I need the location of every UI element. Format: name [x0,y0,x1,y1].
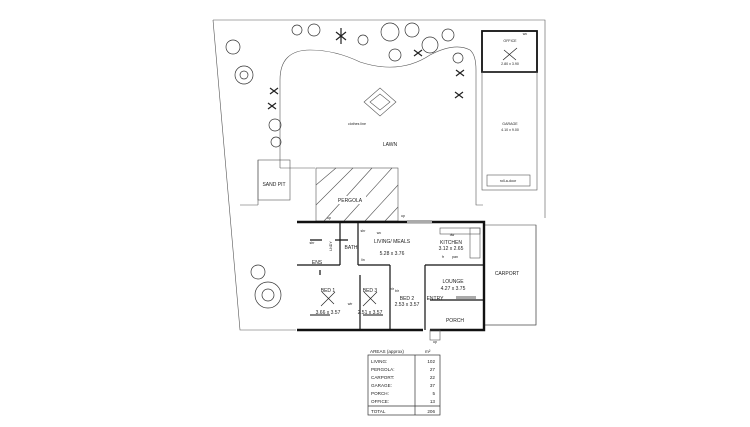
kitchen-label: KITCHEN [440,240,462,246]
svg-text:PERGOLA:: PERGOLA: [371,367,395,372]
bed2-bir: bir [395,289,400,293]
svg-text:22: 22 [430,375,436,380]
svg-text:13: 13 [430,399,436,404]
area-row: PERGOLA: 27 [371,367,435,372]
svg-text:27: 27 [430,367,436,372]
svg-text:TOTAL: TOTAL [371,409,386,414]
svg-text:102: 102 [427,359,435,364]
kitchen-fr: fr [442,255,445,259]
office-wc: wc [523,32,528,36]
bath-shr-label: shr [361,229,367,233]
carport-label: CARPORT [495,271,519,277]
clothes-line: clothes line [348,87,397,126]
lounge-label: LOUNGE [442,279,464,285]
area-total-row: TOTAL 206 [371,409,435,414]
laundry-label: LNDY [329,241,333,251]
bed3-size: 2.51 x 3.57 [358,310,383,316]
living-size: 5.28 x 3.76 [380,251,405,257]
svg-text:5: 5 [432,391,435,396]
lin-label: lin [361,258,365,262]
bed2-label: BED 2 [400,296,415,302]
room-labels: LIVING/ MEALS 5.28 x 3.76 KITCHEN 3.12 x… [310,214,466,344]
pergola: PERGOLA [315,167,399,222]
carport: CARPORT [483,224,537,326]
house [297,220,486,341]
bed3-bir: bir [390,287,395,291]
garage-label: GARAGE [502,122,518,126]
shrub-icons [267,28,465,110]
clothes-line-label: clothes line [348,122,366,126]
sand-pit: SAND PIT [257,159,291,201]
svg-text:PORCH:: PORCH: [371,391,389,396]
garage-size: 4.10 x 9.00 [501,128,519,132]
area-row: LIVING: 102 [371,359,435,364]
pergola-label: PERGOLA [338,198,363,204]
area-row: OFFICE: 13 [371,399,435,404]
shr-label: shr [310,241,316,245]
areas-unit: m² [425,349,431,354]
kitchen-size: 3.12 x 2.65 [439,246,464,252]
bed2-size: 2.53 x 3.57 [395,302,420,308]
svg-text:LIVING:: LIVING: [371,359,387,364]
svg-text:37: 37 [430,383,436,388]
areas-header: AREAS (approx) [370,349,404,354]
kitchen-pan: pan [452,255,458,259]
bed3-label: BED 3 [363,288,378,294]
entry-label: ENTRY [427,296,445,302]
bed1-size: 3.66 x 3.57 [316,310,341,316]
area-row: CARPORT: 22 [371,375,435,380]
bed1-wir: wir [348,302,353,306]
lawn-label: LAWN [383,142,398,148]
office-label: OFFICE [503,39,517,43]
sand-pit-label: SAND PIT [262,182,285,188]
up-label: up [433,340,437,344]
bath-label: BATH [345,245,358,251]
living-label: LIVING/ MEALS [374,239,411,245]
areas-table: AREAS (approx) m² LIVING:102 PERGOLA:27 … [367,349,441,416]
bed1-label: BED 1 [321,288,336,294]
lounge-size: 4.27 x 3.75 [441,286,466,292]
area-row: GARAGE: 37 [371,383,435,388]
wc-label: wc [377,231,382,235]
office: OFFICE 2.80 x 3.90 wc [481,30,538,73]
garage: GARAGE 4.10 x 9.00 roll-a-door [481,71,538,191]
lawn-boundary [279,46,483,206]
svg-text:206: 206 [427,409,435,414]
kitchen-dw: dw [450,233,455,237]
porch-label: PORCH [446,318,464,324]
svg-text:CARPORT:: CARPORT: [371,375,394,380]
svg-text:GARAGE:: GARAGE: [371,383,392,388]
area-row: PORCH: 5 [371,391,435,396]
office-size: 2.80 x 3.90 [501,62,519,66]
up-label: up [327,216,331,220]
svg-text:OFFICE:: OFFICE: [371,399,389,404]
tree-icons [225,22,464,309]
roll-a-door-label: roll-a-door [500,179,517,183]
ens-label: ENS [312,260,323,266]
up-label: up [401,214,405,218]
